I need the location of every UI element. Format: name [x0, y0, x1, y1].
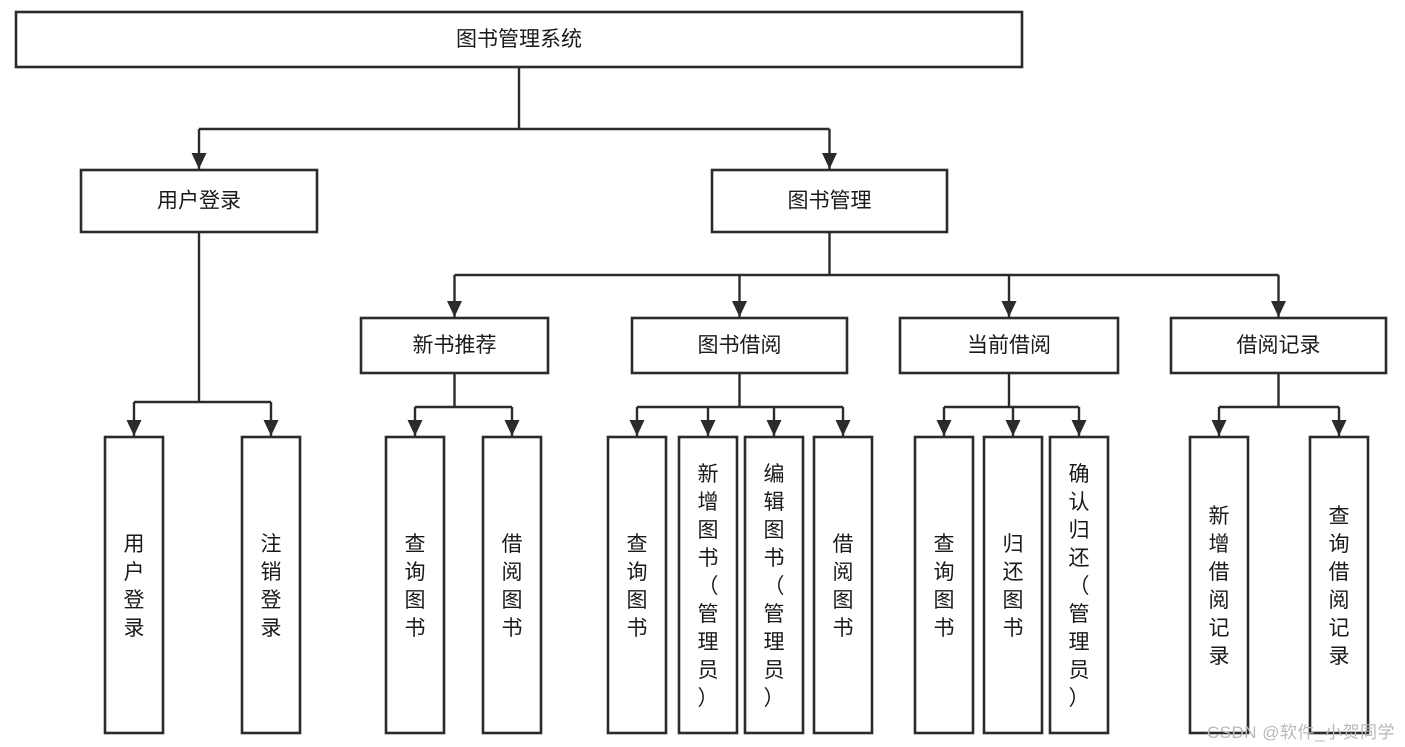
- node-label-book-manage: 图书管理: [788, 190, 872, 213]
- node-leaf-query-record[interactable]: 查询借阅记录: [1308, 435, 1370, 735]
- node-leaf-confirm-return[interactable]: 确认归还（管理员）: [1048, 435, 1110, 735]
- node-current-borrow[interactable]: 当前借阅: [898, 316, 1120, 375]
- node-leaf-return-book[interactable]: 归还图书: [982, 435, 1044, 735]
- arrow-head-icon: [504, 420, 520, 436]
- arrow-head-icon: [1271, 301, 1286, 317]
- arrow-head-icon: [700, 420, 716, 436]
- node-box-leaf-query-book-2: [606, 435, 668, 735]
- node-borrow-record[interactable]: 借阅记录: [1169, 316, 1388, 375]
- node-box-leaf-add-record: [1188, 435, 1250, 735]
- node-label-leaf-query-book-3: 查询图书: [934, 533, 955, 640]
- node-label-leaf-query-book-1: 查询图书: [405, 533, 426, 640]
- node-box-root: [14, 10, 1024, 69]
- node-leaf-edit-book[interactable]: 编辑图书（管理员）: [743, 435, 805, 735]
- node-box-leaf-user-login: [103, 435, 165, 735]
- node-leaf-query-book-3[interactable]: 查询图书: [913, 435, 975, 735]
- arrow-head-icon: [447, 301, 462, 317]
- node-user-login[interactable]: 用户登录: [79, 168, 319, 234]
- node-label-book-borrow: 图书借阅: [698, 334, 782, 357]
- arrow-head-icon: [766, 420, 782, 436]
- node-label-leaf-add-book: 新增图书（管理员）: [698, 463, 719, 710]
- arrow-head-icon: [263, 420, 279, 436]
- node-label-leaf-query-book-2: 查询图书: [627, 533, 648, 640]
- node-label-leaf-borrow-book-1: 借阅图书: [502, 533, 523, 640]
- node-box-leaf-borrow-book-1: [481, 435, 543, 735]
- node-label-root: 图书管理系统: [456, 28, 582, 51]
- arrow-head-icon: [1331, 420, 1347, 436]
- csdn-watermark: CSDN @软件_小贺同学: [1206, 723, 1395, 742]
- arrow-head-icon: [126, 420, 142, 436]
- node-box-book-manage: [710, 168, 949, 234]
- node-box-borrow-record: [1169, 316, 1388, 375]
- node-leaf-user-login[interactable]: 用户登录: [103, 435, 165, 735]
- arrow-head-icon: [629, 420, 645, 436]
- node-label-leaf-add-record: 新增借阅记录: [1209, 505, 1230, 668]
- connector-edges: [126, 67, 1347, 436]
- node-box-leaf-return-book: [982, 435, 1044, 735]
- diagram-nodes: 图书管理系统用户登录用户登录注销登录图书管理新书推荐查询图书借阅图书图书借阅查询…: [14, 10, 1388, 735]
- node-leaf-user-logout[interactable]: 注销登录: [240, 435, 302, 735]
- arrow-head-icon: [1211, 420, 1227, 436]
- node-leaf-query-book-2[interactable]: 查询图书: [606, 435, 668, 735]
- node-box-leaf-borrow-book-2: [812, 435, 874, 735]
- node-box-book-borrow: [630, 316, 849, 375]
- node-new-book-recommend[interactable]: 新书推荐: [359, 316, 550, 375]
- node-box-leaf-query-book-3: [913, 435, 975, 735]
- node-box-leaf-user-logout: [240, 435, 302, 735]
- arrow-head-icon: [1001, 301, 1017, 317]
- arrow-head-icon: [191, 153, 207, 169]
- node-book-manage[interactable]: 图书管理: [710, 168, 949, 234]
- arrow-head-icon: [936, 420, 952, 436]
- node-label-user-login: 用户登录: [157, 190, 241, 213]
- node-label-leaf-user-login: 用户登录: [124, 533, 145, 640]
- node-box-leaf-query-record: [1308, 435, 1370, 735]
- node-box-leaf-edit-book: [743, 435, 805, 735]
- node-label-leaf-user-logout: 注销登录: [261, 533, 282, 640]
- arrow-head-icon: [835, 420, 851, 436]
- node-label-leaf-borrow-book-2: 借阅图书: [833, 533, 854, 640]
- arrow-head-icon: [407, 420, 423, 436]
- node-leaf-borrow-book-2[interactable]: 借阅图书: [812, 435, 874, 735]
- node-label-borrow-record: 借阅记录: [1237, 334, 1321, 357]
- node-label-current-borrow: 当前借阅: [967, 334, 1051, 357]
- node-leaf-add-book[interactable]: 新增图书（管理员）: [677, 435, 739, 735]
- node-box-user-login: [79, 168, 319, 234]
- node-root[interactable]: 图书管理系统: [14, 10, 1024, 69]
- node-leaf-borrow-book-1[interactable]: 借阅图书: [481, 435, 543, 735]
- node-leaf-query-book-1[interactable]: 查询图书: [384, 435, 446, 735]
- node-box-leaf-confirm-return: [1048, 435, 1110, 735]
- node-label-leaf-confirm-return: 确认归还（管理员）: [1069, 463, 1090, 710]
- node-leaf-add-record[interactable]: 新增借阅记录: [1188, 435, 1250, 735]
- node-box-leaf-add-book: [677, 435, 739, 735]
- node-label-leaf-edit-book: 编辑图书（管理员）: [764, 463, 785, 710]
- node-box-leaf-query-book-1: [384, 435, 446, 735]
- node-book-borrow[interactable]: 图书借阅: [630, 316, 849, 375]
- node-label-leaf-return-book: 归还图书: [1003, 533, 1024, 640]
- node-label-new-book-recommend: 新书推荐: [413, 334, 497, 357]
- arrow-head-icon: [732, 301, 747, 317]
- arrow-head-icon: [822, 153, 837, 169]
- node-box-current-borrow: [898, 316, 1120, 375]
- node-box-new-book-recommend: [359, 316, 550, 375]
- arrow-head-icon: [1071, 420, 1087, 436]
- arrow-head-icon: [1005, 420, 1021, 436]
- node-label-leaf-query-record: 查询借阅记录: [1329, 505, 1350, 668]
